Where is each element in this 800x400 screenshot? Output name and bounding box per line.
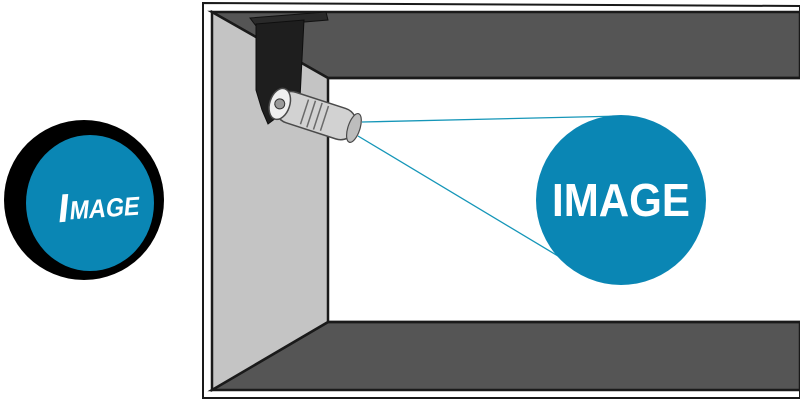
projector-groove-3 [312,102,323,130]
gobo-text-group: I MAGE [56,185,141,231]
gobo-blue-face [26,135,154,271]
gobo-disc-icon: I MAGE [4,120,164,280]
projector-rear-knob [274,98,286,110]
beam-upper-line [361,115,623,123]
gobo-text-rest: MAGE [68,191,141,226]
projector-groove-4 [319,105,330,131]
projector-groove-2 [306,100,317,128]
beam-lower-line [357,135,579,269]
projection-disc [536,115,706,285]
projected-image: IMAGE [536,115,706,285]
gobo-text-first: I [56,185,72,231]
projector-groove-1 [299,99,310,125]
spotlight-projector-icon [249,11,362,143]
projection-text: IMAGE [552,174,690,226]
projector-lens [345,112,362,143]
room-illustration [202,1,800,399]
light-beam [357,115,623,269]
projector-body [268,87,362,143]
